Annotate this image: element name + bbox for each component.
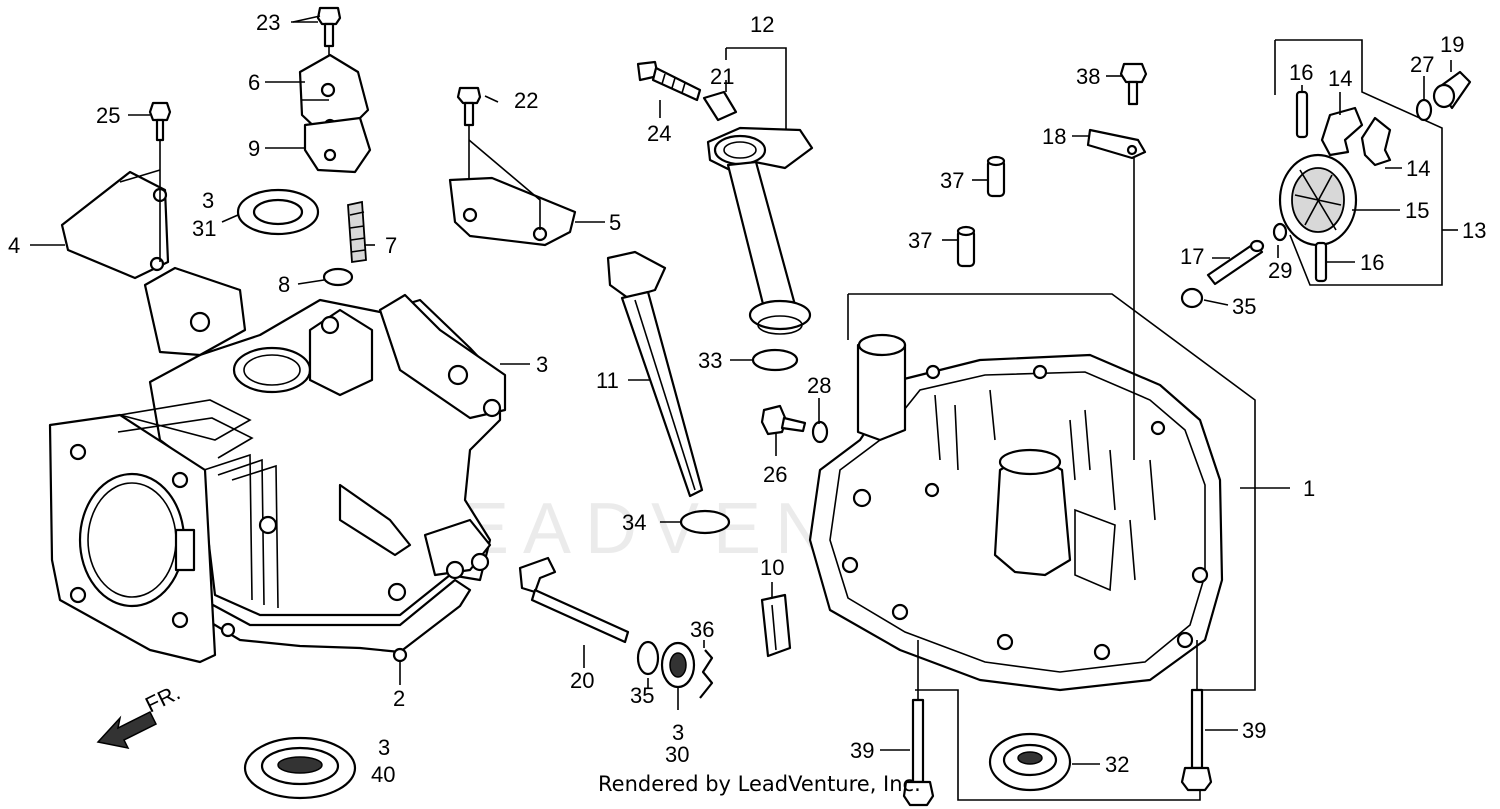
callout-21: 21	[710, 64, 734, 89]
callout-3-bearing30: 3	[672, 720, 684, 745]
sleeve-19	[1432, 70, 1472, 110]
washer-27	[1415, 98, 1433, 122]
cylinder-block	[48, 266, 507, 664]
dipstick-11	[606, 250, 704, 498]
bolt-39b	[1180, 688, 1213, 792]
callout-25: 25	[96, 103, 120, 128]
callout-26: 26	[763, 462, 787, 487]
governor-gear-15	[1278, 153, 1358, 247]
callout-38: 38	[1076, 64, 1100, 89]
shaft-20	[518, 556, 630, 644]
callout-14-right: 14	[1406, 156, 1430, 181]
callout-4: 4	[8, 233, 20, 258]
callout-35-left: 35	[630, 683, 654, 708]
callout-3-seal: 3	[202, 188, 214, 213]
o-ring-34	[679, 509, 731, 535]
washer-35	[636, 640, 660, 676]
bolt-26	[760, 404, 829, 444]
washer-29	[1272, 222, 1288, 242]
callout-23: 23	[256, 10, 280, 35]
callout-6: 6	[248, 70, 260, 95]
callout-8: 8	[278, 272, 290, 297]
callout-28: 28	[807, 373, 831, 398]
callout-35-right: 35	[1232, 294, 1256, 319]
oil-filler-tube	[636, 60, 814, 335]
callout-5: 5	[609, 210, 621, 235]
callout-19: 19	[1440, 32, 1464, 57]
callout-20: 20	[570, 668, 594, 693]
washer-35b	[1180, 287, 1204, 309]
callout-30: 30	[665, 742, 689, 767]
callout-16-bottom: 16	[1360, 250, 1384, 275]
render-credit: Rendered by LeadVenture, Inc.	[598, 772, 921, 796]
pin-16a	[1295, 90, 1309, 139]
callout-29: 29	[1268, 258, 1292, 283]
bearing-30	[660, 641, 696, 689]
callout-37-top: 37	[940, 168, 964, 193]
dowel-37a	[986, 155, 1006, 198]
callout-labels: 1 2 3 3 3 3 4 5 6 7 8 9 10 11 12 13 14 1…	[8, 10, 1486, 787]
callout-12: 12	[750, 12, 774, 37]
callout-13: 13	[1462, 218, 1486, 243]
callout-39-right: 39	[1242, 718, 1266, 743]
oil-seal-31	[236, 188, 320, 236]
clip-36	[699, 649, 714, 699]
weight-14b	[1360, 116, 1392, 167]
chain-7	[347, 200, 367, 264]
callout-11: 11	[596, 368, 619, 393]
bolt-25	[148, 101, 172, 262]
shaft-17	[1206, 239, 1265, 286]
bolt-38	[1119, 62, 1148, 106]
callout-2: 2	[393, 686, 405, 711]
leader-lines	[30, 15, 1458, 765]
callout-24: 24	[647, 121, 671, 146]
callout-37-bottom: 37	[908, 228, 932, 253]
callout-1: 1	[1303, 476, 1315, 501]
weight-14a	[1320, 106, 1364, 157]
pin-16b	[1314, 241, 1328, 283]
bracket-18	[1086, 128, 1147, 160]
governor-cover	[298, 6, 372, 174]
clip-10	[760, 593, 792, 658]
governor-assembly-outline	[1275, 39, 1443, 286]
bracket-18-hole	[1126, 144, 1138, 156]
callout-22: 22	[514, 88, 538, 113]
callout-18: 18	[1042, 124, 1066, 149]
callout-40: 40	[371, 762, 395, 787]
callout-7: 7	[385, 233, 397, 258]
bearing-40	[243, 736, 357, 800]
o-ring-33	[751, 348, 799, 372]
callout-36: 36	[690, 617, 714, 642]
callout-17: 17	[1180, 244, 1204, 269]
callout-16-top: 16	[1289, 60, 1313, 85]
o-ring-8	[322, 267, 354, 287]
dowel-37b	[956, 225, 976, 268]
callout-3-block: 3	[536, 352, 548, 377]
callout-3-bearing40: 3	[378, 735, 390, 760]
callout-32: 32	[1105, 752, 1129, 777]
callout-31: 31	[192, 216, 216, 241]
callout-34: 34	[622, 510, 646, 535]
callout-10: 10	[760, 555, 784, 580]
breather-cover	[60, 169, 170, 280]
callout-14-top: 14	[1328, 66, 1352, 91]
plate-5	[448, 86, 577, 247]
callout-33: 33	[698, 348, 722, 373]
callout-27: 27	[1410, 52, 1434, 77]
front-direction-label: FR.	[141, 679, 184, 717]
callout-15: 15	[1405, 198, 1429, 223]
callout-39-left: 39	[850, 738, 874, 763]
callout-9: 9	[248, 136, 260, 161]
front-direction-arrow: FR.	[96, 679, 184, 750]
crankcase-cover	[808, 333, 1224, 692]
bearing-32	[988, 732, 1072, 792]
